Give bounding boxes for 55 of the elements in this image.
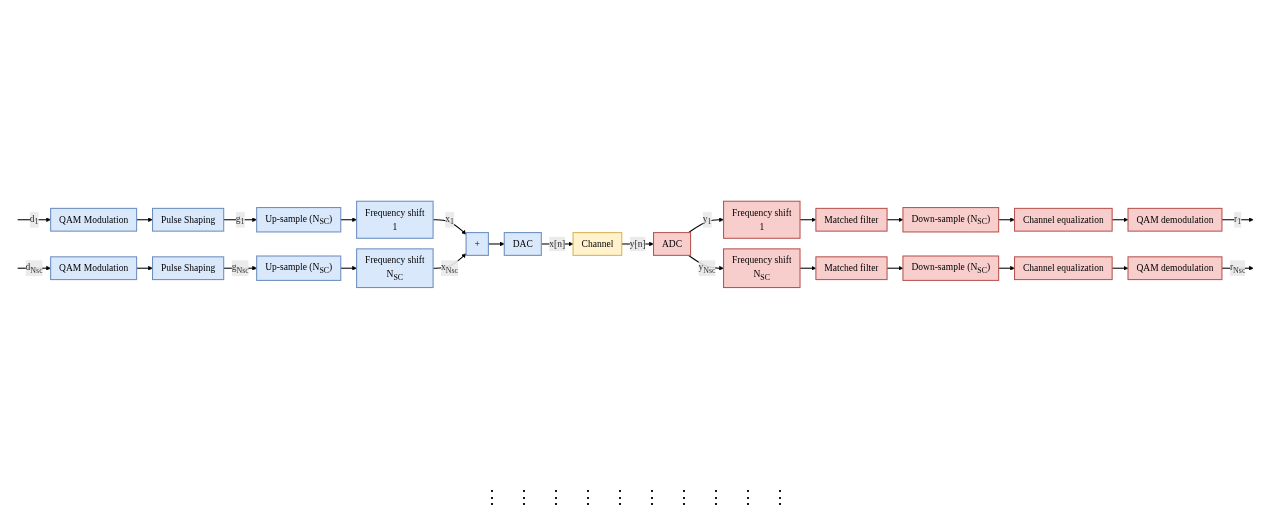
arrow bbox=[136, 265, 153, 271]
node-box: QAM demodulation bbox=[1127, 255, 1223, 280]
node-box: Matched filter bbox=[815, 255, 888, 280]
edge-label: x$_{Nsc}$ bbox=[441, 261, 459, 274]
ellipsis-mark: ⋮ bbox=[578, 486, 597, 508]
node-box: QAM demodulation bbox=[1127, 207, 1223, 232]
arrow bbox=[687, 217, 724, 233]
node-box: QAM Modulation bbox=[50, 255, 138, 280]
arrow bbox=[998, 265, 1015, 271]
node-box: Channel bbox=[572, 231, 623, 256]
edge-label: d$_{1}$ bbox=[29, 212, 39, 226]
arrow bbox=[340, 217, 357, 222]
node-box: ADC bbox=[653, 231, 692, 256]
edge-label: g$_{1}$ bbox=[235, 212, 245, 226]
node-box: Frequency shift N$_{SC}$ bbox=[723, 247, 801, 288]
ellipsis-mark: ⋮ bbox=[546, 486, 565, 508]
node-box: + bbox=[465, 231, 489, 256]
arrow bbox=[687, 254, 724, 271]
arrow bbox=[136, 217, 153, 222]
arrow bbox=[998, 217, 1015, 222]
node-box: Frequency shift 1 bbox=[723, 200, 801, 239]
arrow bbox=[340, 265, 357, 271]
node-box: Up-sample (N$_{SC}$) bbox=[256, 206, 342, 233]
ellipsis-mark: ⋮ bbox=[482, 486, 501, 508]
edge-label: d$_{Nsc}$ bbox=[25, 261, 43, 274]
node-box: DAC bbox=[503, 231, 542, 256]
edge-label: r$_{1}$ bbox=[1234, 212, 1242, 226]
ellipsis-mark: ⋮ bbox=[674, 486, 693, 508]
arrow bbox=[223, 217, 257, 222]
node-box: Pulse Shaping bbox=[152, 255, 225, 280]
ellipsis-mark: ⋮ bbox=[514, 486, 533, 508]
ellipsis-mark: ⋮ bbox=[738, 486, 757, 508]
node-box: Frequency shift N$_{SC}$ bbox=[356, 247, 434, 288]
arrow bbox=[1221, 217, 1254, 222]
node-box: QAM Modulation bbox=[50, 207, 138, 232]
ellipsis-mark: ⋮ bbox=[642, 486, 661, 508]
node-box: Pulse Shaping bbox=[152, 207, 225, 232]
edge-label: y[n] bbox=[629, 238, 646, 249]
node-box: Matched filter bbox=[815, 207, 888, 232]
ellipsis-mark: ⋮ bbox=[706, 486, 725, 508]
edge-label: y$_{Nsc}$ bbox=[698, 261, 716, 274]
ellipsis-mark: ⋮ bbox=[770, 486, 789, 508]
edge-label: g$_{Nsc}$ bbox=[231, 261, 249, 274]
edge-label: x$_{1}$ bbox=[445, 212, 454, 226]
arrow bbox=[17, 217, 51, 222]
node-box: Channel equalization bbox=[1014, 255, 1113, 280]
node-box: Down-sample (N$_{SC}$) bbox=[902, 255, 1000, 281]
node-box: Down-sample (N$_{SC}$) bbox=[902, 206, 1000, 233]
node-box: Up-sample (N$_{SC}$) bbox=[256, 255, 342, 281]
edge-label: r$_{Nsc}$ bbox=[1229, 261, 1246, 274]
node-box: Channel equalization bbox=[1014, 207, 1113, 232]
node-box: Frequency shift 1 bbox=[356, 200, 434, 239]
ellipsis-mark: ⋮ bbox=[610, 486, 629, 508]
edge-label: y$_{1}$ bbox=[702, 212, 712, 226]
edge-label: x[n] bbox=[549, 238, 566, 249]
